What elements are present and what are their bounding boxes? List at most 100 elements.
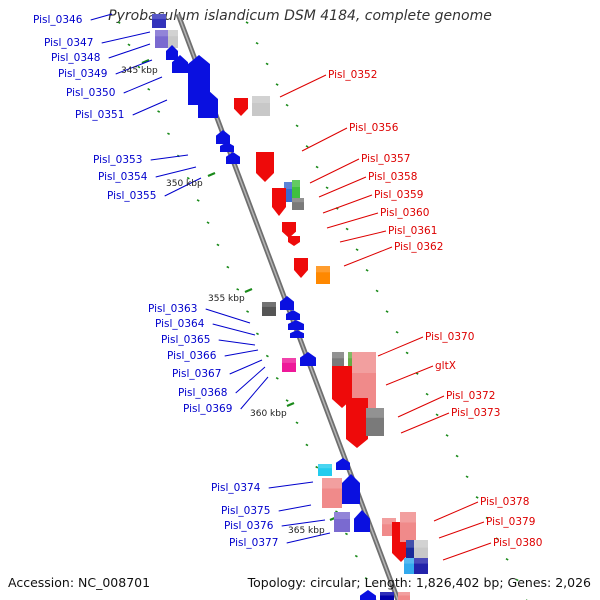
gene-block-gloss bbox=[332, 352, 344, 359]
gene-arrow-forward bbox=[172, 55, 188, 73]
gene-label-forward: Pisl_0348 bbox=[51, 52, 100, 64]
leader-line bbox=[155, 166, 197, 178]
gene-label-forward: Pisl_0363 bbox=[148, 303, 197, 315]
gene-block bbox=[282, 358, 296, 372]
gene-arrow-reverse bbox=[346, 398, 368, 448]
gene-label-forward: Pisl_0347 bbox=[44, 37, 93, 49]
gene-block-gloss bbox=[352, 352, 376, 373]
scale-tick-mark bbox=[244, 287, 253, 294]
leader-line bbox=[205, 308, 251, 324]
gene-label-forward: Pisl_0375 bbox=[221, 505, 270, 517]
leader-line bbox=[123, 76, 163, 94]
gene-label-forward: Pisl_0364 bbox=[155, 318, 205, 330]
inner-tick-track bbox=[344, 532, 348, 536]
gene-label-forward: Pisl_0346 bbox=[33, 14, 83, 26]
inner-tick-track bbox=[206, 221, 210, 224]
gene-label-reverse: Pisl_0352 bbox=[328, 69, 377, 81]
gene-block bbox=[414, 558, 428, 574]
gene-block bbox=[155, 30, 171, 48]
gene-label-forward: Pisl_0365 bbox=[161, 334, 210, 346]
inner-tick-track bbox=[196, 199, 200, 202]
gene-label-forward: Pisl_0374 bbox=[211, 482, 261, 494]
outer-tick-track bbox=[265, 62, 269, 66]
leader-line bbox=[286, 532, 331, 544]
gene-block bbox=[262, 302, 276, 316]
gene-block-gloss bbox=[316, 266, 330, 273]
inner-tick-track bbox=[256, 332, 259, 336]
gene-arrow-forward bbox=[290, 330, 304, 338]
outer-tick-track bbox=[395, 330, 399, 334]
scale-tick-mark bbox=[207, 171, 216, 178]
gene-arrow-forward bbox=[336, 458, 350, 470]
outer-tick-track bbox=[325, 186, 329, 190]
gene-arrow-reverse bbox=[256, 152, 274, 182]
leader-line bbox=[322, 194, 373, 214]
outer-tick-track bbox=[445, 434, 449, 437]
leader-line bbox=[400, 412, 450, 434]
inner-tick-track bbox=[275, 376, 279, 380]
gene-block bbox=[322, 478, 342, 508]
leader-line bbox=[115, 59, 153, 75]
outer-tick-track bbox=[315, 165, 319, 169]
inner-tick-track bbox=[364, 577, 368, 580]
inner-tick-track bbox=[236, 288, 240, 291]
gene-block-gloss bbox=[334, 512, 350, 519]
genome-summary: Topology: circular; Length: 1,826,402 bp… bbox=[247, 575, 591, 590]
leader-line bbox=[438, 521, 485, 539]
gene-arrow-forward bbox=[280, 296, 294, 310]
gene-arrow-forward bbox=[288, 320, 304, 330]
gene-label-forward: Pisl_0355 bbox=[107, 190, 156, 202]
gene-block bbox=[316, 266, 330, 284]
gene-block-gloss bbox=[292, 180, 300, 187]
gene-block-gloss bbox=[406, 540, 420, 548]
gene-label-reverse: Pisl_0358 bbox=[368, 171, 417, 183]
leader-line bbox=[377, 336, 424, 357]
gene-block-gloss bbox=[292, 198, 304, 203]
gene-block bbox=[380, 592, 394, 600]
inner-tick-track bbox=[216, 243, 220, 247]
outer-tick-track bbox=[305, 145, 309, 148]
gene-label-reverse: gltX bbox=[435, 360, 456, 372]
leader-line bbox=[326, 212, 379, 229]
gene-label-forward: Pisl_0351 bbox=[75, 109, 124, 121]
outer-tick-track bbox=[345, 227, 349, 231]
outer-tick-track bbox=[515, 578, 519, 582]
gene-arrow-reverse bbox=[282, 222, 296, 238]
gene-arrow-forward bbox=[188, 55, 210, 105]
gene-label-forward: Pisl_0377 bbox=[229, 537, 278, 549]
scale-tick-mark bbox=[141, 58, 150, 65]
gene-block bbox=[398, 592, 410, 600]
gene-label-reverse: Pisl_0380 bbox=[493, 537, 542, 549]
gene-label-forward: Pisl_0349 bbox=[58, 68, 107, 80]
gene-block bbox=[318, 464, 332, 476]
gene-arrow-forward bbox=[166, 45, 178, 60]
gene-label-reverse: Pisl_0361 bbox=[388, 225, 437, 237]
gene-arrow-reverse bbox=[332, 366, 352, 408]
leader-line bbox=[240, 376, 269, 410]
gene-label-reverse: Pisl_0379 bbox=[486, 516, 535, 528]
leader-line bbox=[90, 13, 113, 21]
inner-tick-track bbox=[137, 65, 141, 69]
outer-tick-track bbox=[255, 41, 259, 45]
gene-arrow-forward bbox=[286, 310, 300, 320]
inner-tick-track bbox=[167, 132, 171, 136]
inner-tick-track bbox=[127, 43, 131, 47]
gene-block-gloss bbox=[152, 14, 166, 19]
gene-arrow-forward bbox=[354, 510, 370, 532]
leader-line bbox=[229, 359, 263, 375]
outer-tick-track bbox=[425, 392, 429, 396]
gene-label-reverse: Pisl_0359 bbox=[374, 189, 423, 201]
leader-line bbox=[309, 158, 360, 184]
gene-arrow-forward bbox=[220, 142, 234, 152]
gene-block-gloss bbox=[382, 518, 396, 525]
inner-tick-track bbox=[117, 21, 121, 24]
outer-tick-track bbox=[385, 310, 389, 313]
leader-line bbox=[318, 176, 367, 198]
gene-label-reverse: Pisl_0357 bbox=[361, 153, 410, 165]
inner-tick-track bbox=[226, 265, 230, 269]
gene-block-gloss bbox=[284, 182, 294, 189]
leader-line bbox=[164, 177, 202, 197]
outer-tick-track bbox=[435, 413, 439, 417]
inner-tick-track bbox=[305, 443, 309, 447]
